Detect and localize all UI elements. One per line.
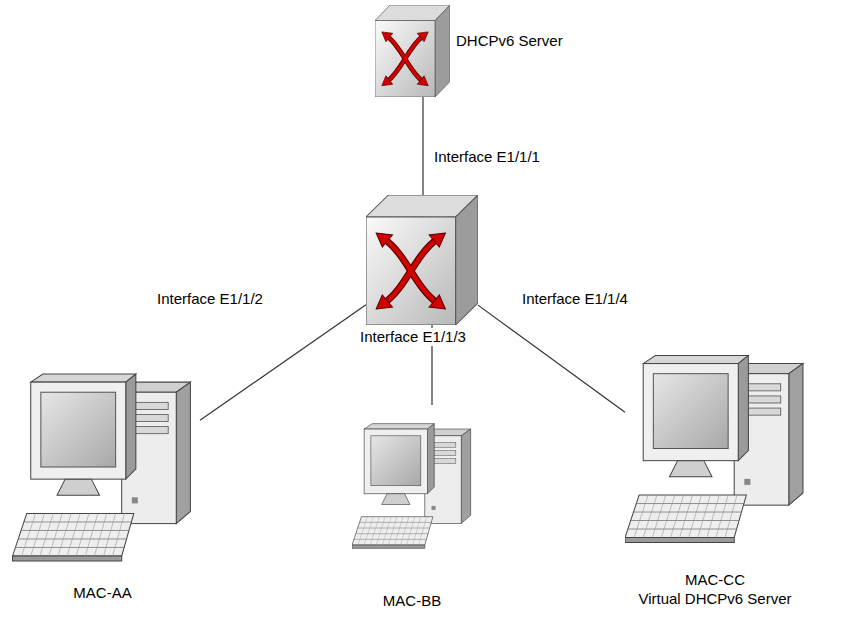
computer-icon: MAC-CCVirtual DHCPv6 Server bbox=[625, 350, 805, 608]
network-link bbox=[200, 305, 366, 421]
label-group: MAC-CCVirtual DHCPv6 Server bbox=[625, 570, 805, 608]
switch-drawing bbox=[375, 5, 450, 97]
interface-label: Interface E1/1/1 bbox=[432, 148, 542, 166]
host-label: Virtual DHCPv6 Server bbox=[625, 589, 805, 608]
network-link bbox=[478, 305, 625, 412]
label-group: MAC-BB bbox=[352, 591, 472, 610]
computer-drawing bbox=[352, 405, 472, 565]
computer-icon: MAC-AA bbox=[5, 370, 200, 602]
computer-icon: MAC-BB bbox=[352, 405, 472, 610]
interface-label: Interface E1/1/4 bbox=[520, 290, 630, 308]
interface-label: Interface E1/1/3 bbox=[358, 328, 468, 346]
label-group: MAC-AA bbox=[5, 583, 200, 602]
switch-icon: DHCPv6 Server bbox=[375, 5, 450, 97]
network-link bbox=[422, 97, 423, 195]
host-label: MAC-AA bbox=[5, 583, 200, 602]
host-label: MAC-CC bbox=[625, 570, 805, 589]
host-label: MAC-BB bbox=[352, 591, 472, 610]
switch-icon bbox=[366, 195, 478, 325]
device-label: DHCPv6 Server bbox=[456, 31, 563, 50]
computer-drawing bbox=[625, 350, 805, 545]
computer-drawing bbox=[5, 370, 200, 562]
interface-label: Interface E1/1/2 bbox=[155, 290, 265, 308]
switch-drawing bbox=[366, 195, 478, 325]
label-group: DHCPv6 Server bbox=[456, 31, 563, 50]
